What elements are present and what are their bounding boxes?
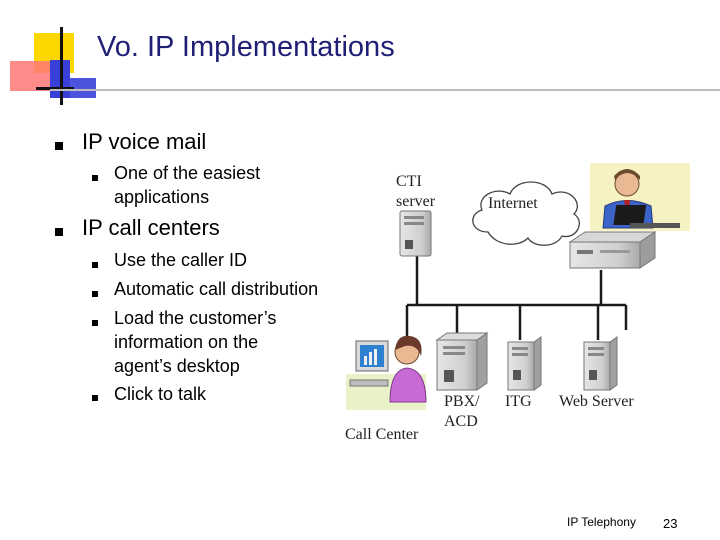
logo-red-square [10,61,52,91]
remote-worker-icon [590,163,690,231]
sub-bullet-marker [92,320,98,326]
sub-bullet-marker [92,175,98,181]
sub-bullet-easiest: One of the easiest applications [114,163,261,207]
logo-horizontal-line [36,87,74,90]
page-number: 23 [663,516,678,531]
logo-vertical-line [60,27,63,105]
pbx-acd-server-icon [435,332,489,391]
call-center-agent-icon [346,335,427,410]
call-center-label: Call Center [345,426,419,443]
cti-server-icon [399,210,432,257]
sub-bullet-click-to-talk: Click to talk [114,384,207,404]
itg-label: ITG [505,393,532,410]
sub-bullet-load-customer-info: Load the customer’s information on the a… [114,308,277,376]
logo-blue-square-small [70,78,96,98]
cti-server-label: CTI server [396,173,436,210]
bullet-marker [55,142,63,150]
slide-title: Vo. IP Implementations [97,31,395,63]
sub-bullet-marker [92,291,98,297]
sub-bullet-marker [92,395,98,401]
sub-bullet-marker [92,262,98,268]
sub-bullet-call-distribution: Automatic call distribution [114,279,319,299]
bullet-ip-voice-mail: IP voice mail [82,129,207,154]
itg-server-icon [507,336,542,391]
internet-label: Internet [488,195,538,212]
gateway-server-icon [568,231,657,269]
title-underline [50,89,720,91]
sub-bullet-caller-id: Use the caller ID [114,250,248,270]
bullet-marker [55,228,63,236]
web-server-label: Web Server [559,393,634,410]
bullet-ip-call-centers: IP call centers [82,215,220,240]
pbx-acd-label: PBX/ ACD [444,393,480,430]
footer-title: IP Telephony [567,515,636,529]
internet-cloud-icon [472,181,580,246]
web-server-icon [583,336,618,391]
